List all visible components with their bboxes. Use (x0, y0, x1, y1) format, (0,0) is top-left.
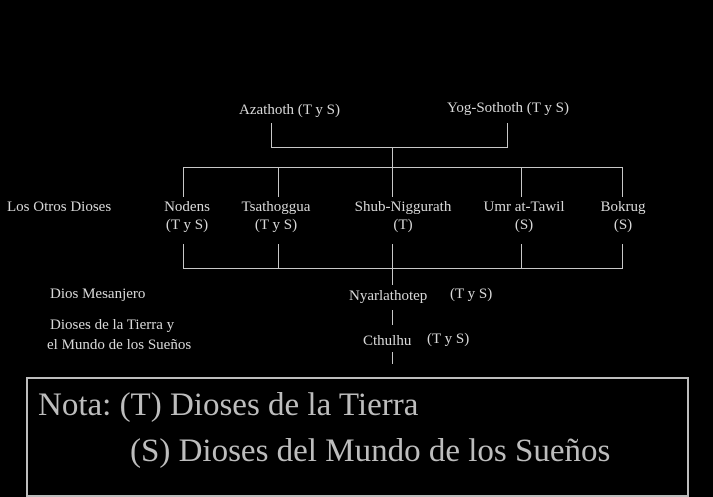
tsathoggua-drop-line (278, 167, 279, 197)
nodens-drop-line (183, 167, 184, 197)
god-nodens-name: Nodens (164, 199, 210, 215)
otros-dioses-row-label: Los Otros Dioses (7, 199, 112, 215)
messenger-tag: (T y S) (450, 286, 493, 302)
yog-sothoth-label: Yog-Sothoth (T y S) (447, 100, 569, 116)
god-nodens: Nodens (T y S) (148, 198, 226, 234)
earth-god-tag: (T y S) (427, 331, 470, 347)
shub-niggurath-drop-line (392, 167, 393, 197)
god-nodens-tag: (T y S) (165, 217, 209, 233)
parents-join-line (271, 147, 508, 148)
umr-at-tawil-rise-line (521, 244, 522, 269)
yog-sothoth-drop-line (507, 123, 508, 148)
messenger-stem-line (392, 268, 393, 285)
earth-tail-line (392, 352, 393, 364)
tierra-row-label-line2: el Mundo de los Sueños (47, 337, 192, 353)
god-umr-at-tawil: Umr at-Tawil (S) (472, 198, 576, 234)
bokrug-drop-line (622, 167, 623, 197)
god-shub-niggurath: Shub-Niggurath (T) (341, 198, 465, 234)
god-bokrug: Bokrug (S) (588, 198, 658, 234)
messenger-name: Nyarlathotep (349, 288, 428, 304)
azathoth-label: Azathoth (T y S) (239, 102, 340, 118)
god-shub-niggurath-tag: (T) (393, 217, 413, 233)
children-bottom-bar (183, 268, 623, 269)
tierra-row-label-line1: Dioses de la Tierra y (50, 317, 175, 333)
children-top-bar (183, 167, 623, 168)
god-tsathoggua-tag: (T y S) (254, 217, 298, 233)
earth-god-name: Cthulhu (363, 333, 412, 349)
god-umr-at-tawil-tag: (S) (514, 217, 534, 233)
god-tsathoggua-name: Tsathoggua (241, 199, 311, 215)
mensajero-row-label: Dios Mesanjero (50, 286, 146, 302)
god-bokrug-tag: (S) (613, 217, 633, 233)
messenger-to-earth-line (392, 310, 393, 325)
god-bokrug-name: Bokrug (600, 199, 646, 215)
nodens-rise-line (183, 244, 184, 269)
god-tsathoggua: Tsathoggua (T y S) (228, 198, 324, 234)
god-shub-niggurath-name: Shub-Niggurath (354, 199, 452, 215)
umr-at-tawil-drop-line (521, 167, 522, 197)
note-line-2: (S) Dioses del Mundo de los Sueños (130, 433, 611, 469)
god-umr-at-tawil-name: Umr at-Tawil (483, 199, 565, 215)
note-box: Nota: (T) Dioses de la Tierra (S) Dioses… (26, 377, 689, 497)
parents-stem-line (392, 147, 393, 168)
bokrug-rise-line (622, 244, 623, 269)
shub-niggurath-rise-line (392, 244, 393, 269)
azathoth-drop-line (271, 123, 272, 148)
note-line-1: Nota: (T) Dioses de la Tierra (38, 387, 419, 423)
tsathoggua-rise-line (278, 244, 279, 269)
